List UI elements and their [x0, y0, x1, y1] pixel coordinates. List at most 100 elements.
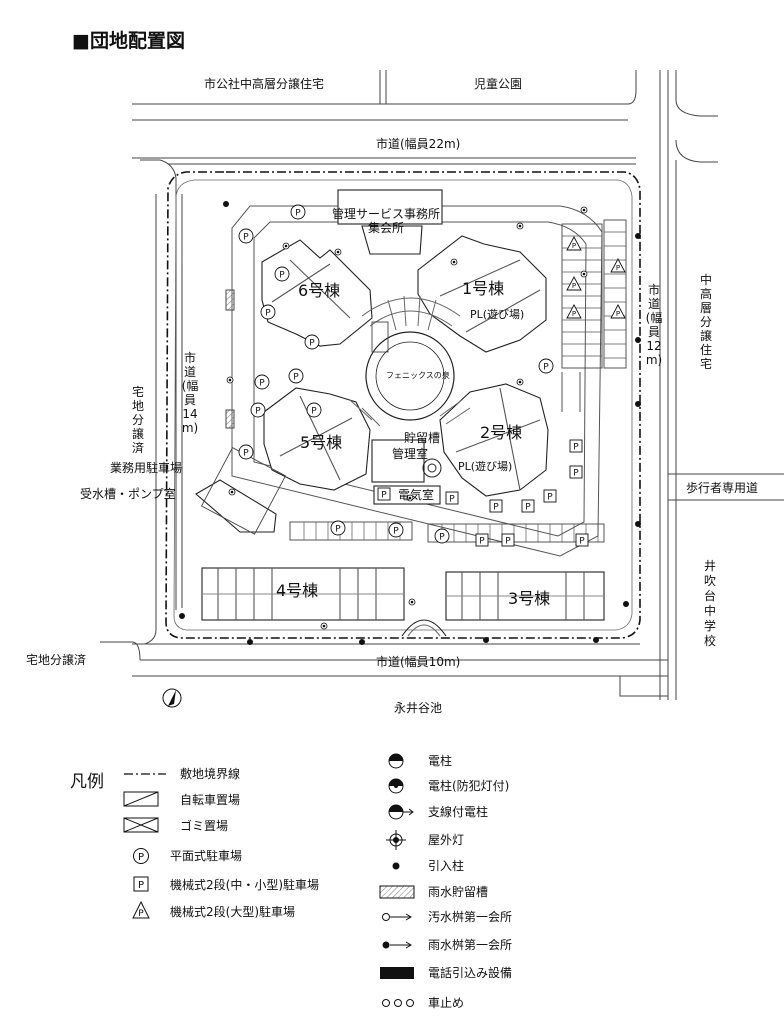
flat-parking-marker: P: [434, 528, 450, 544]
svg-text:P: P: [393, 527, 399, 537]
legend-label-rain-tank: 雨水貯留槽: [428, 885, 489, 899]
flat-parking-marker: P: [288, 368, 304, 384]
outdoor-light-marker: [282, 242, 290, 250]
rainwater-tank-icon: [379, 885, 415, 899]
svg-text:P: P: [259, 379, 265, 389]
svg-text:P: P: [573, 469, 579, 479]
svg-text:P: P: [572, 242, 576, 250]
vertical-char: 地: [132, 399, 144, 413]
flat-parking-marker: P: [290, 204, 306, 220]
sewage-manhole-icon: [382, 913, 412, 921]
legend-label-flat-parking: 平面式駐車場: [170, 849, 243, 863]
svg-text:P: P: [616, 264, 620, 272]
large-parking-legend-icon: P: [132, 900, 150, 919]
svg-text:P: P: [309, 339, 315, 349]
buildings: [195, 189, 605, 637]
electric-room-label: 電気室: [398, 487, 434, 502]
building-1: [417, 235, 547, 353]
utility-pole-marker: [593, 637, 599, 643]
outdoor-light-marker: [320, 622, 328, 630]
mechanical-parking-marker: P: [475, 533, 489, 547]
management-building: [337, 189, 443, 225]
mechanical-parking-marker: P: [569, 439, 583, 453]
business-parking-label: 業務用駐車場: [110, 460, 182, 475]
utility-pole-marker: [635, 233, 641, 239]
svg-text:P: P: [573, 443, 579, 453]
meeting-hall-label: 集会所: [368, 220, 404, 235]
vertical-char: 道: [184, 365, 196, 379]
outdoor-light-marker: [334, 248, 342, 256]
svg-text:P: P: [265, 309, 271, 319]
flat-parking-marker: P: [304, 334, 320, 350]
rainwater-tank-1: [225, 289, 235, 311]
rainwater-tank-2: [225, 409, 235, 429]
svg-text:P: P: [243, 233, 249, 243]
utility-pole-marker: [247, 639, 253, 645]
playground-1-label: PL(遊び場): [470, 307, 524, 321]
outdoor-light-marker: [580, 206, 588, 214]
bicycle-parking-icon: [123, 791, 159, 807]
pedestrian-road-label: 歩行者専用道: [686, 480, 758, 495]
legend: P P P: [123, 753, 415, 1007]
flat-parking-marker: P: [330, 520, 346, 536]
south-gate: [401, 619, 447, 637]
mechanical-parking-marker: P: [377, 487, 391, 501]
vertical-char: 市: [648, 282, 660, 297]
outdoor-light-marker: [516, 378, 524, 386]
outdoor-light-marker: [408, 598, 416, 606]
road-south-label: 市道(幅員10m): [376, 654, 460, 669]
vertical-char: 道: [648, 297, 660, 311]
legend-label-car-stop: 車止め: [428, 996, 465, 1010]
legend-label-rain-manhole: 雨水桝第一会所: [428, 938, 513, 952]
vertical-char: 譲: [700, 328, 712, 343]
vertical-char: 14: [182, 407, 197, 421]
legend-label-bicycle: 自転車置場: [180, 793, 241, 807]
mechanical-parking-marker: P: [575, 533, 589, 547]
utility-pole-marker: [623, 601, 629, 607]
flat-parking-markers: P P P P P P P P P P P P P P: [238, 204, 554, 544]
vertical-char: 宅: [700, 356, 712, 371]
legend-label-boundary: 敷地境界線: [180, 767, 241, 781]
utility-pole-marker: [635, 401, 641, 407]
flat-parking-marker: P: [274, 266, 290, 282]
svg-text:P: P: [439, 533, 445, 543]
flat-parking-legend-icon: P: [133, 848, 149, 864]
site-boundary: [165, 171, 641, 639]
vertical-char: 中: [700, 272, 712, 287]
parking-stall-ticks: [303, 231, 626, 542]
guyed-pole-icon: [388, 804, 414, 820]
mechanical-parking-legend-icon: P: [133, 876, 149, 892]
vertical-char: 分: [700, 315, 712, 329]
north-left-label: 市公社中高層分譲住宅: [204, 76, 324, 91]
legend-title: 凡例: [70, 772, 104, 792]
north-right-label: 児童公園: [474, 76, 522, 91]
outdoor-light-marker: [228, 488, 236, 496]
outdoor-light-markers: [226, 206, 588, 630]
flat-parking-marker: P: [238, 228, 254, 244]
large-parking-marker: P: [566, 304, 582, 319]
vertical-char: 層: [700, 301, 712, 315]
east-housing-vertical-label: 中高層分譲住宅: [700, 272, 712, 371]
mechanical-parking-marker: P: [445, 491, 459, 505]
north-arrow-icon: [162, 688, 182, 708]
building-3-label: 3号棟: [508, 589, 550, 608]
svg-text:P: P: [547, 493, 553, 503]
svg-text:P: P: [479, 537, 485, 547]
flat-parking-marker: P: [250, 402, 266, 418]
vertical-char: 分: [132, 413, 144, 427]
legend-label-guyed-pole: 支線付電柱: [428, 805, 489, 819]
svg-text:P: P: [572, 310, 576, 318]
building-5-label: 5号棟: [300, 433, 342, 452]
flat-parking-marker: P: [238, 444, 254, 460]
svg-text:P: P: [293, 373, 299, 383]
svg-text:P: P: [579, 537, 585, 547]
vertical-char: 吹: [704, 574, 716, 588]
storage-tank-label: 貯留槽: [404, 431, 440, 445]
utility-pole-icon: [388, 753, 404, 769]
large-parking-marker: P: [610, 258, 626, 273]
svg-text:P: P: [255, 407, 261, 417]
vertical-char: 済: [132, 440, 144, 455]
